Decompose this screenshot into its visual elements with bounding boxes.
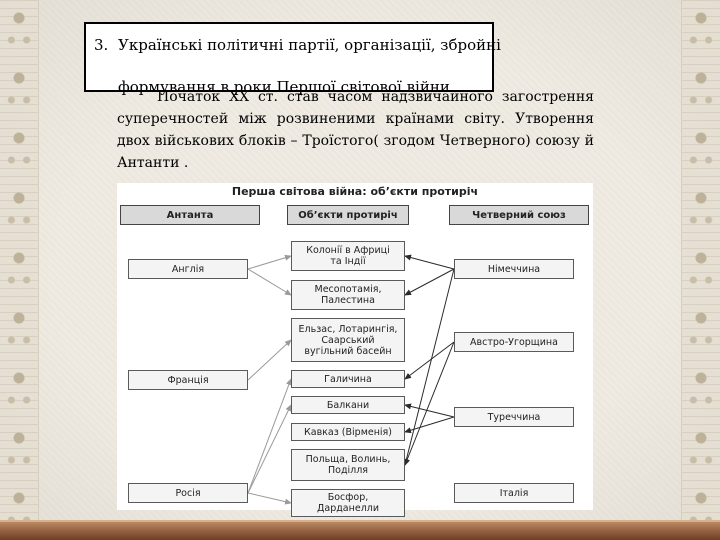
arrow-russia-galicia [247, 378, 292, 494]
object-poland: Польща, Волинь, Поділля [291, 449, 405, 481]
diagram-title: Перша світова війна: об’єкти протиріч [231, 185, 479, 198]
arrow-england-mesopotamia [247, 268, 292, 296]
central-austria-hungary: Австро-Угорщина [454, 332, 574, 352]
arrow-turkey-balkans [404, 403, 455, 418]
central-italy: Італія [454, 483, 574, 503]
slide-title-box: 3. Українські політичні партії, організац… [84, 22, 501, 96]
object-alsace: Ельзас, Лотарингія, Саарський вугільний … [291, 318, 405, 362]
arrow-germany-colonies [404, 254, 455, 270]
title-number: 3. [94, 36, 109, 54]
left-ornament-border [0, 0, 39, 540]
arrow-russia-balkans [247, 404, 292, 494]
object-bosphorus: Босфор, Дарданелли [291, 489, 405, 517]
entente-england: Англія [128, 259, 248, 279]
arrow-england-colonies [247, 254, 292, 270]
arrow-germany-poland [403, 268, 455, 466]
arrow-france-alsace [247, 339, 292, 381]
arrow-turkey-caucasus [404, 416, 455, 434]
header-entente: Антанта [120, 205, 260, 225]
header-central-powers: Четверний союз [449, 205, 589, 225]
arrow-austria-poland [404, 341, 455, 466]
object-balkans: Балкани [291, 396, 405, 414]
object-caucasus: Кавказ (Вірменія) [291, 423, 405, 441]
object-galicia: Галичина [291, 370, 405, 388]
header-objects: Об’єкти протиріч [287, 205, 409, 225]
central-germany: Німеччина [454, 259, 574, 279]
title-line-2: формування в роки Першої світової війни. [118, 78, 455, 96]
central-turkey: Туреччина [454, 407, 574, 427]
entente-russia: Росія [128, 483, 248, 503]
arrow-russia-bosphorus [247, 492, 292, 505]
bottom-decorative-bar [0, 520, 720, 540]
title-text-1: Українські політичні партії, організації… [118, 36, 501, 54]
diagram-arrows [247, 254, 455, 505]
object-colonies: Колонії в Африці та Індії [291, 241, 405, 271]
title-line-1: 3. Українські політичні партії, організац… [94, 34, 501, 56]
intro-paragraph: Початок ХХ ст. став часом надзвичайного … [117, 89, 594, 171]
entente-france: Франція [128, 370, 248, 390]
ww1-conflict-diagram: Перша світова війна: об’єкти протиріч Ан… [117, 183, 593, 517]
arrow-austria-galicia [404, 341, 455, 380]
arrow-germany-mesopotamia [404, 268, 455, 296]
right-ornament-border [681, 0, 720, 540]
object-mesopotamia: Месопотамія, Палестина [291, 280, 405, 310]
